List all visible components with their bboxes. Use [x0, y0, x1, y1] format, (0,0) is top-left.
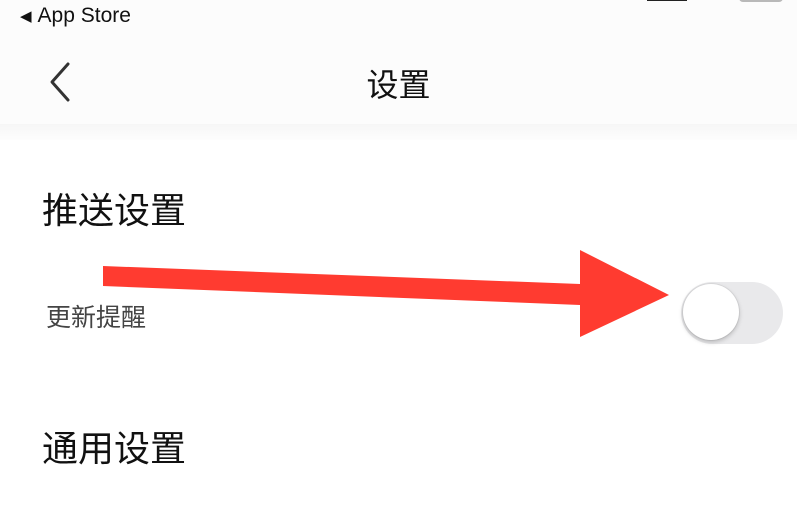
section-title-general-settings: 通用设置 [42, 429, 187, 470]
update-reminder-toggle[interactable] [681, 282, 783, 344]
nav-bar: 设置 [0, 40, 797, 124]
back-app-label: App Store [37, 4, 131, 27]
section-title-push-settings: 推送设置 [42, 191, 187, 232]
left-triangle-icon: ◀ [20, 8, 32, 25]
signal-icon [647, 0, 687, 1]
back-button[interactable] [44, 60, 74, 104]
battery-icon [739, 0, 783, 2]
chevron-left-icon [50, 62, 70, 102]
page-title: 设置 [366, 66, 431, 104]
toggle-knob [683, 284, 739, 340]
update-reminder-label: 更新提醒 [46, 303, 147, 332]
back-to-app-store-link[interactable]: ◀ App Store [20, 4, 131, 28]
nav-divider [0, 124, 797, 140]
status-bar: ◀ App Store [0, 0, 797, 40]
